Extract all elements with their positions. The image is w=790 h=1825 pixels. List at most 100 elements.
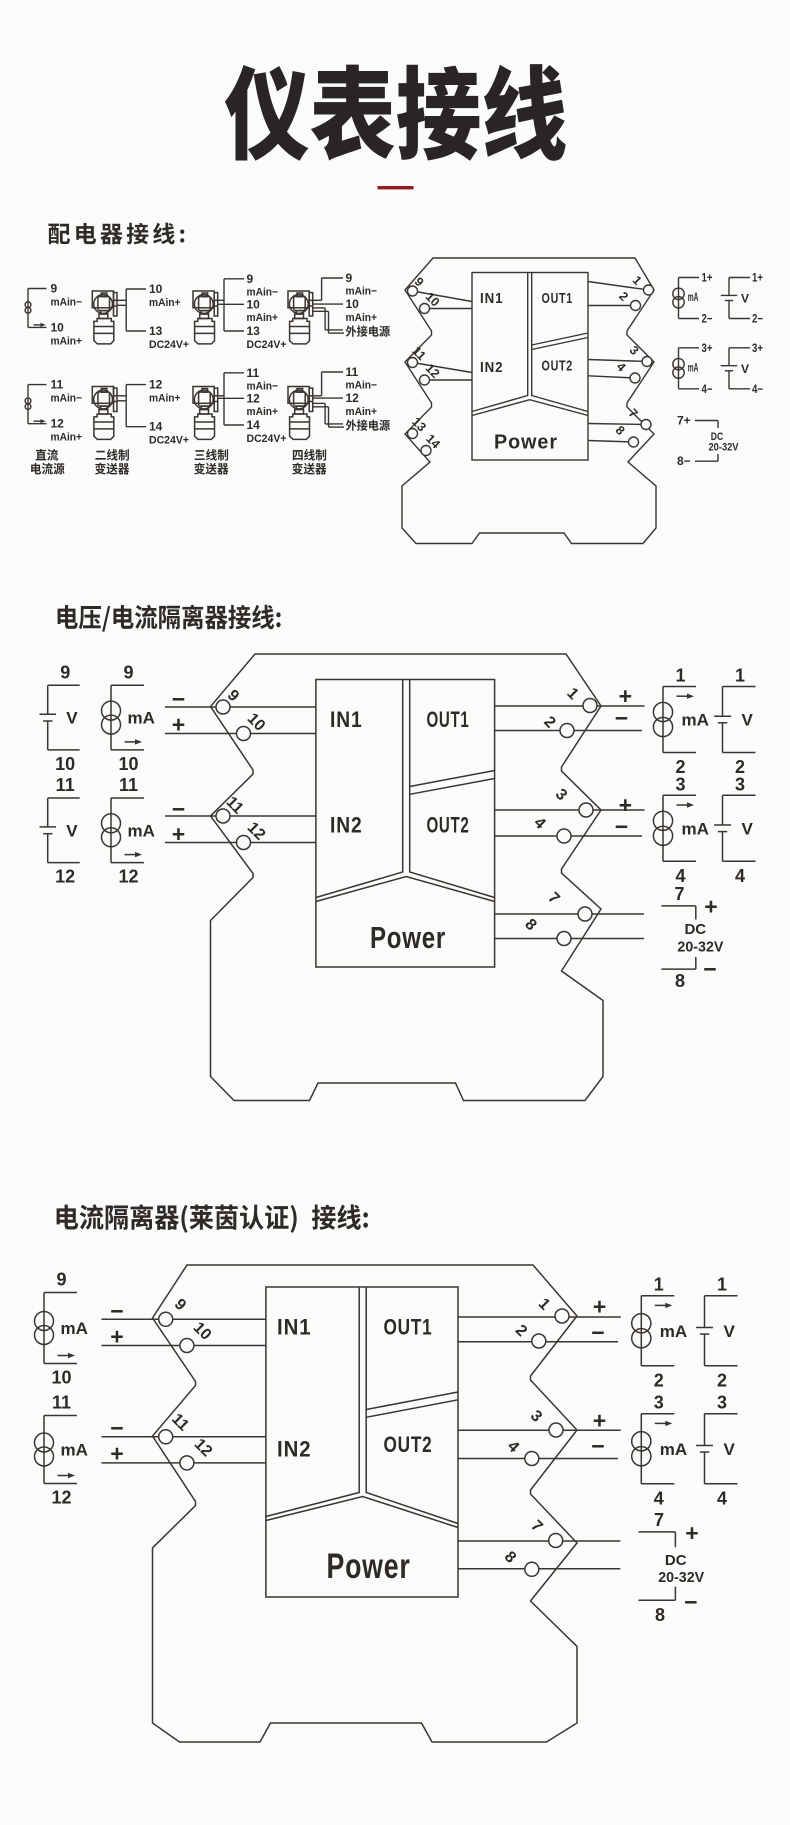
- current-arrow: [57, 1472, 75, 1479]
- cjk-glyph: [369, 419, 379, 431]
- output-sign: −: [591, 1433, 604, 1459]
- wire: [412, 361, 473, 374]
- terminal-9: [406, 285, 419, 297]
- isolator-block: [471, 271, 589, 461]
- ma-load-ch2: mA3+4−: [672, 341, 713, 396]
- cjk-glyph: [57, 604, 78, 629]
- cjk-glyph: [206, 448, 217, 461]
- ma-label: mA: [61, 1441, 88, 1460]
- cjk-glyph: [106, 462, 118, 475]
- dc-terminal-8: 8: [655, 1605, 665, 1625]
- wire: [587, 439, 634, 443]
- transmitter-icon: [192, 385, 219, 441]
- ma-circle: [652, 810, 674, 832]
- block-label-in2: IN2: [277, 1437, 312, 1462]
- ma-circle: [672, 295, 685, 309]
- terminal-rot-number: 4: [530, 814, 548, 832]
- wire: [587, 422, 647, 426]
- dc-plus: +: [685, 1520, 698, 1546]
- signal-label: mAin+: [51, 432, 83, 444]
- src-terminal: 12: [118, 867, 138, 887]
- block-label-in1: IN1: [277, 1315, 312, 1340]
- cjk-glyph: [41, 462, 53, 475]
- current-arrow-head: [135, 851, 142, 858]
- v-label: V: [742, 819, 754, 838]
- cjk-glyph: [118, 463, 130, 475]
- cjk-glyph: [194, 462, 205, 475]
- v-load-ch2: V34: [714, 774, 756, 886]
- signal-label: mAin+: [149, 297, 181, 309]
- dc-terminal-7: 7: [654, 1510, 664, 1530]
- signal-label: mAin+: [149, 393, 181, 405]
- terminal-number: 13: [149, 324, 163, 338]
- cjk-glyph: [304, 448, 315, 461]
- ma-label: mA: [688, 362, 699, 374]
- current-source-circle: [24, 306, 32, 314]
- cjk-glyph: [292, 450, 303, 461]
- ma-circle: [672, 287, 685, 301]
- src-terminal: 10: [118, 754, 138, 774]
- dc-voltage: 20-32V: [677, 938, 723, 955]
- output-sign: +: [593, 1408, 606, 1434]
- terminal-11: [157, 1429, 174, 1445]
- wire: [412, 290, 473, 303]
- terminal-number: 9: [346, 271, 353, 285]
- cjk-glyph: [303, 462, 315, 475]
- load-terminal: 3: [735, 774, 745, 794]
- terminal-rot-number: 1: [563, 685, 581, 703]
- col3-caption-line1: [194, 448, 229, 461]
- signal-label: mAin−: [247, 381, 279, 393]
- cjk-glyph: [153, 222, 175, 245]
- ma-label: mA: [660, 1322, 687, 1341]
- terminal-number: 10: [51, 320, 65, 334]
- block-label-out2: OUT2: [427, 813, 470, 838]
- col1-caption-line1: [35, 448, 59, 461]
- current-arrow-head: [40, 322, 46, 327]
- src-terminal: 11: [52, 1393, 71, 1413]
- ma-label: mA: [660, 1440, 687, 1459]
- src-terminal: 11: [56, 775, 75, 795]
- current-arrow-head: [68, 1352, 75, 1359]
- ma-label: mA: [128, 709, 155, 728]
- terminal-11: [215, 808, 231, 824]
- load-terminal: 3: [717, 1393, 727, 1413]
- col4-caption-line2: [292, 462, 327, 475]
- cjk-glyph: [310, 64, 395, 161]
- current-arrow: [676, 802, 694, 808]
- cjk-glyph: [315, 449, 327, 461]
- terminal-number: 12: [51, 417, 65, 431]
- block-label-out1: OUT1: [427, 707, 470, 732]
- input-sign: +: [172, 712, 185, 738]
- cjk-glyph: [180, 229, 185, 243]
- cjk-glyph: [345, 325, 357, 337]
- src-terminal: 9: [60, 663, 70, 683]
- src-terminal: 9: [56, 1270, 66, 1290]
- src-terminal: 12: [55, 867, 75, 887]
- current-arrow: [654, 1420, 673, 1427]
- col2-caption-line1: [95, 448, 129, 461]
- block-label-out1: OUT1: [542, 291, 574, 307]
- terminal-rot-number: 7: [544, 889, 562, 907]
- cjk-glyph: [337, 1204, 361, 1230]
- terminal-number: 11: [51, 378, 64, 392]
- cjk-glyph: [113, 604, 134, 629]
- isolation-divider: [315, 875, 495, 903]
- block-label-power: Power: [494, 432, 558, 454]
- isolation-divider: [265, 1495, 459, 1529]
- terminal-number: 14: [149, 420, 163, 434]
- load-terminal: 1: [675, 666, 685, 686]
- cjk-glyph: [356, 325, 368, 337]
- dc-plus: +: [704, 894, 717, 920]
- cjk-glyph: [79, 1204, 104, 1230]
- v-load-ch2: V34: [696, 1393, 738, 1508]
- current-arrow-head: [68, 1472, 75, 1479]
- out-divider: [366, 1391, 459, 1411]
- cjk-glyph: [134, 604, 158, 630]
- load-terminal: 3+: [702, 341, 713, 355]
